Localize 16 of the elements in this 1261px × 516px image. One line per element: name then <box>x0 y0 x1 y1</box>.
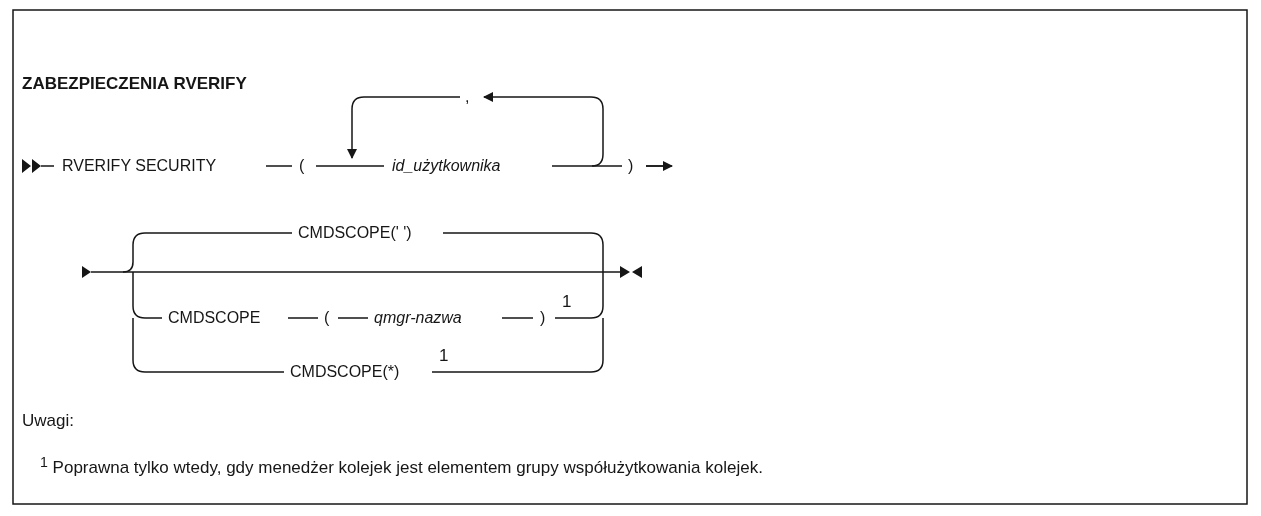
notes-heading: Uwagi: <box>22 411 74 431</box>
parenthesis: ) <box>628 156 634 176</box>
parenthesis: ) <box>540 308 546 328</box>
command-keyword: RVERIFY SECURITY <box>62 156 217 176</box>
parenthesis: ( <box>299 156 305 176</box>
parenthesis: ( <box>324 308 330 328</box>
repeat-separator: , <box>465 87 470 107</box>
footnote-mark: 1 <box>439 346 449 366</box>
parameter-name: qmgr-nazwa <box>374 308 462 328</box>
footnote-mark: 1 <box>562 292 572 312</box>
footnote-text: $^{1}$ Poprawna tylko wtedy, gdy menedżer kolejek jest elementem grupy współużytkowania kolejek. <box>40 452 763 479</box>
keyword-option: CMDSCOPE(' ') <box>298 223 412 243</box>
keyword-option: CMDSCOPE(*) <box>290 362 400 382</box>
parameter-name: id_użytkownika <box>392 156 501 176</box>
keyword-option: CMDSCOPE <box>168 308 261 328</box>
diagram-title: ZABEZPIECZENIA RVERIFY <box>22 74 247 94</box>
